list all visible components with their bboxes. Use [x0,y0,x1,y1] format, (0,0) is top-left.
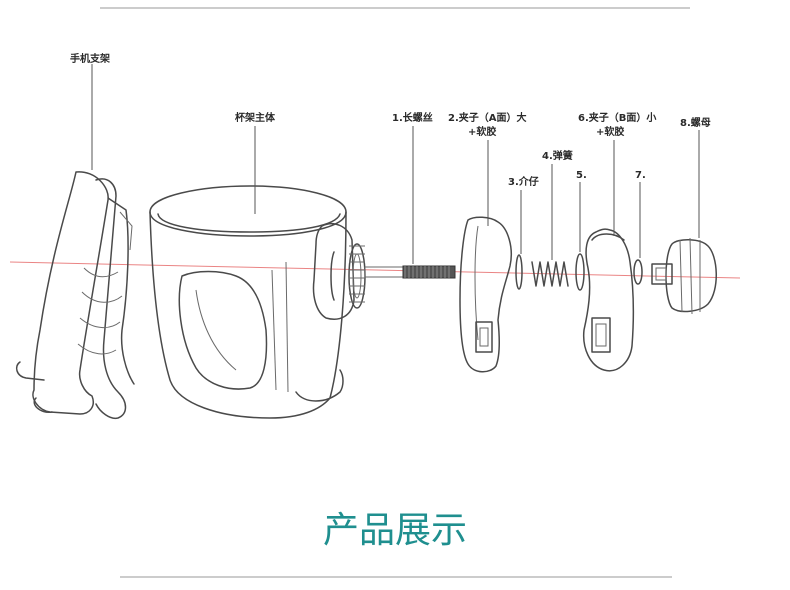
label-nut: 8.螺母 [680,116,711,129]
nut-knob-part [651,237,717,315]
label-long-screw: 1.长螺丝 [392,111,433,124]
clamp-a-part [459,216,512,373]
label-part7: 7. [635,170,646,181]
spring-part [531,261,569,287]
label-spring: 4.弹簧 [542,149,573,162]
label-part5: 5. [576,170,587,181]
washer-5-part [575,253,585,291]
label-spacer: 3.介仔 [508,175,539,188]
spacer-part [515,254,523,290]
long-screw-part [364,265,456,279]
label-clamp-a-line1: 2.夹子（A面）大 [448,111,527,124]
label-phone-holder: 手机支架 [70,52,110,65]
cup-holder-body-part [149,185,366,419]
label-clamp-b-line1: 6.夹子（B面）小 [578,111,656,124]
clamp-b-part [582,228,635,372]
label-clamp-a-line2: +软胶 [468,125,496,138]
assembly-axis-line [9,261,741,279]
label-clamp-b-line2: +软胶 [596,125,624,138]
label-cup-holder-body: 杯架主体 [235,111,276,124]
caption-product-display: 产品展示 [323,510,467,551]
washer-7-part [633,259,643,285]
phone-holder-part [15,171,135,420]
